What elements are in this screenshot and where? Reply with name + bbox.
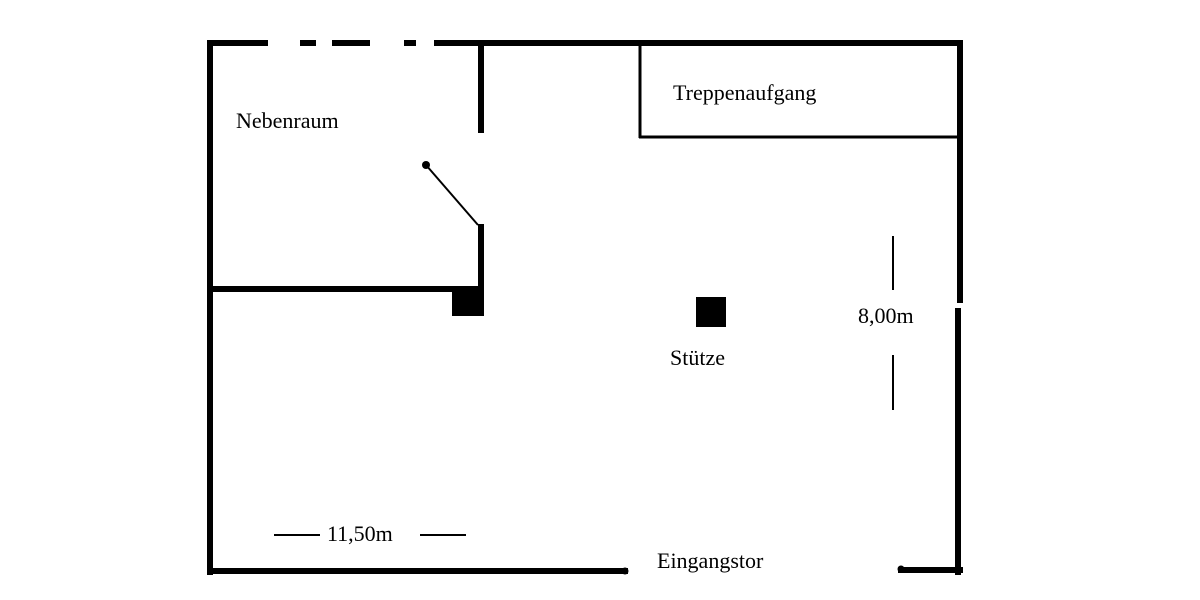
gate-post-left [621,567,629,575]
staircase: Treppenaufgang [638,43,960,139]
width-dimension: 11,50m [274,521,466,546]
column-label: Stütze [670,345,725,370]
staircase-label: Treppenaufgang [673,80,816,105]
side-room: Nebenraum [210,40,484,316]
depth-dimension: 8,00m [858,236,914,410]
side-room-door-hinge [422,161,430,169]
entrance-gate-label: Eingangstor [657,548,764,573]
side-room-label: Nebenraum [236,108,339,133]
depth-dimension-label: 8,00m [858,303,914,328]
column-marker [696,297,726,327]
column: Stütze [670,297,726,370]
outer-walls [207,40,963,575]
side-room-door-leaf [425,164,479,226]
width-dimension-label: 11,50m [327,521,393,546]
gate-post-right [897,565,905,573]
side-room-corner-pillar [452,286,484,316]
